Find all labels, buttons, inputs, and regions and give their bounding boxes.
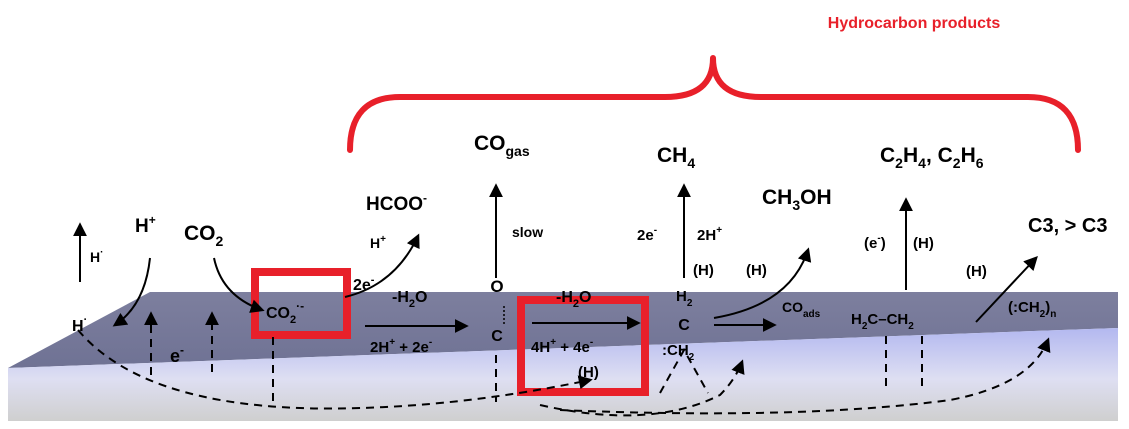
h-paren-label-5: (H) bbox=[966, 263, 987, 280]
co-gas-label: COgas bbox=[474, 132, 530, 159]
protonation-highlight-box bbox=[517, 296, 649, 396]
hydrogen-transfer-ch2-dash bbox=[539, 359, 745, 417]
co2-adsorb-arrow bbox=[213, 257, 265, 313]
co2-radical-label: CO2·- bbox=[266, 299, 304, 326]
h-paren-label-3: (H) bbox=[746, 262, 767, 279]
h2-label: H2 bbox=[676, 288, 693, 309]
electron-label: e- bbox=[170, 343, 184, 366]
h-radical-surface-label: H· bbox=[72, 314, 87, 335]
formate-arrow bbox=[344, 233, 420, 298]
catalyst-surface-top bbox=[8, 292, 1118, 368]
ethylene-surface-label: H2C–CH2 bbox=[851, 311, 914, 332]
hydrocarbon-products-title: Hydrocarbon products bbox=[828, 15, 1001, 32]
methanol-arrow bbox=[713, 247, 812, 319]
carbon-label: C bbox=[678, 317, 690, 334]
c2-products-label: C2H4, C2H6 bbox=[880, 144, 984, 171]
adsorbed-o-label: O bbox=[490, 277, 503, 296]
methane-label: CH4 bbox=[657, 144, 695, 171]
minus-water-label-1: -H2O bbox=[392, 289, 427, 310]
methanol-label: CH3OH bbox=[762, 186, 832, 213]
methylene-label: :CH2 bbox=[662, 342, 695, 363]
h-plus-adsorb-arrow bbox=[112, 257, 151, 327]
h-plus-label: H+ bbox=[135, 213, 156, 237]
h-paren-label-4: (H) bbox=[913, 235, 934, 252]
two-electron-label: 2e- bbox=[353, 274, 375, 294]
co2-label: CO2 bbox=[184, 222, 224, 249]
hydrogen-transfer-chain-dash bbox=[559, 337, 1051, 415]
methane-proton-label: 2H+ bbox=[697, 225, 722, 244]
methane-electron-label: 2e- bbox=[637, 225, 657, 244]
four-proton-four-electron-label: 4H+ + 4e- bbox=[531, 337, 593, 356]
adsorbed-c-label: C bbox=[491, 328, 503, 345]
hydrogen-transfer-long-dash bbox=[77, 329, 593, 410]
slow-label: slow bbox=[512, 224, 543, 240]
catalyst-surface-front bbox=[8, 328, 1118, 421]
ch2-peak-dash bbox=[659, 347, 709, 394]
c3-products-label: C3, > C3 bbox=[1028, 215, 1107, 237]
minus-water-label-2: -H2O bbox=[556, 289, 591, 310]
hydrocarbon-brace bbox=[347, 55, 1081, 153]
chain-growth-arrow bbox=[975, 255, 1038, 323]
h-paren-label-2: (H) bbox=[693, 262, 714, 279]
ch2-chain-label: (:CH2)n bbox=[1008, 299, 1056, 320]
formate-proton-label: H+ bbox=[370, 234, 386, 251]
h-radical-up-label: H· bbox=[90, 247, 103, 265]
co-ads-label: COads bbox=[782, 299, 821, 320]
h-paren-label-1: (H) bbox=[578, 364, 599, 381]
electron-paren-label: (e-) bbox=[864, 233, 886, 252]
formate-label: HCOO- bbox=[366, 191, 427, 215]
two-proton-two-electron-label: 2H+ + 2e- bbox=[370, 337, 432, 356]
